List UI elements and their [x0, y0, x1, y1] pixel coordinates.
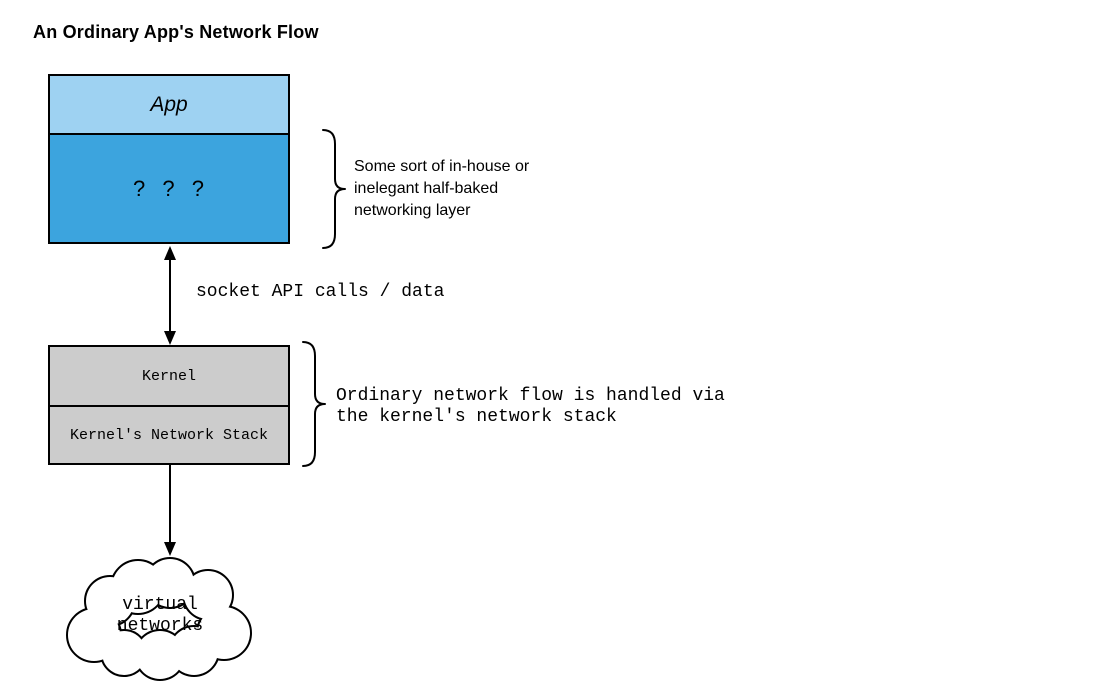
- annotation-line: Some sort of in-house or: [354, 158, 530, 175]
- double-arrow-app-kernel: [164, 246, 176, 345]
- annotation-line: Ordinary network flow is handled via: [336, 386, 725, 406]
- annotation-line: inelegant half-baked: [354, 180, 499, 197]
- kernel-stack-box: Kernel Kernel's Network Stack: [48, 345, 290, 465]
- app-stack-box: App ? ? ?: [48, 74, 290, 244]
- diagram-title: An Ordinary App's Network Flow: [33, 22, 319, 42]
- app-box: App: [50, 76, 288, 135]
- cloud-shape: [66, 557, 252, 681]
- kernel-annotation: Ordinary network flow is handled via the…: [336, 386, 725, 428]
- brace-app-layer: [322, 129, 346, 249]
- virtual-networks-label: virtual networks: [100, 595, 220, 637]
- socket-api-label: socket API calls / data: [196, 282, 445, 302]
- app-layer-annotation: Some sort of in-house or inelegant half-…: [354, 156, 529, 222]
- brace-kernel: [302, 341, 326, 467]
- arrow-kernel-to-networks: [164, 464, 176, 556]
- kernel-network-stack-box: Kernel's Network Stack: [69, 426, 269, 444]
- cloud-label-line: networks: [116, 616, 204, 636]
- mystery-networking-layer-box: ? ? ?: [50, 135, 288, 242]
- annotation-line: the kernel's network stack: [336, 407, 617, 427]
- annotation-line: networking layer: [354, 202, 471, 219]
- cloud-label-line: virtual: [122, 595, 198, 615]
- kernel-box: Kernel: [50, 347, 288, 407]
